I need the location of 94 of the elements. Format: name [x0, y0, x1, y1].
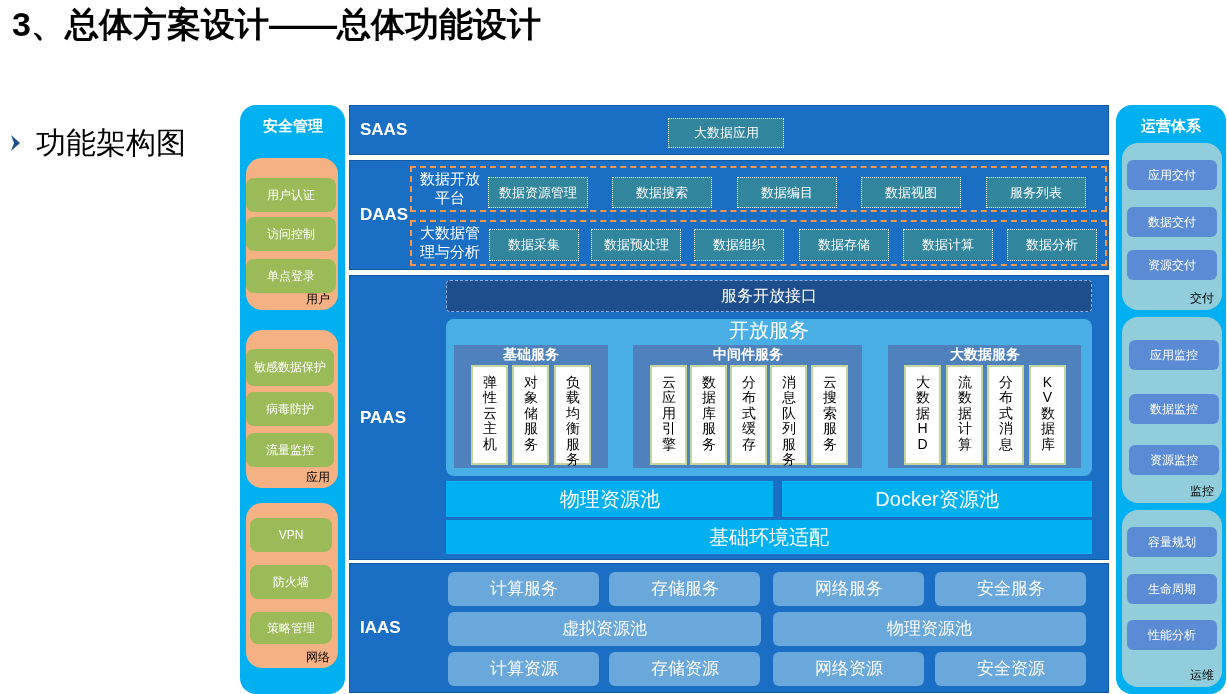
- layer-band: [349, 563, 1109, 693]
- function-box: 大数据应用: [668, 118, 784, 148]
- resource-bar: 基础环境适配: [446, 520, 1092, 554]
- function-box: 策略管理: [250, 612, 332, 644]
- group-panel: [246, 330, 338, 488]
- service-box: 云应用引擎: [650, 365, 687, 465]
- layer-band: [349, 160, 1109, 270]
- service-box: 负载均衡服务: [554, 365, 591, 465]
- resource-bar: Docker资源池: [782, 481, 1092, 517]
- resource-box: 网络资源: [773, 652, 924, 686]
- function-box: 用户认证: [246, 178, 336, 212]
- function-box: 防火墙: [250, 565, 332, 599]
- group-label: 数据开放平台: [419, 170, 481, 208]
- function-box: 访问控制: [246, 217, 336, 251]
- resource-box: 计算资源: [448, 652, 599, 686]
- side-panel: [240, 105, 345, 694]
- group-label: 网络: [306, 649, 330, 666]
- group-label: 交付: [1190, 290, 1214, 307]
- group-title: 大数据服务: [948, 346, 1021, 364]
- function-box: 生命周期: [1127, 574, 1217, 604]
- function-box: 流量监控: [246, 433, 334, 467]
- service-box: 分布式缓存: [730, 365, 767, 465]
- resource-bar: 物理资源池: [446, 481, 773, 517]
- function-box: 数据分析: [1007, 229, 1097, 261]
- side-panel: [1116, 105, 1226, 694]
- group-panel: [1122, 510, 1222, 687]
- function-box: VPN: [250, 518, 332, 552]
- resource-box: 物理资源池: [773, 612, 1086, 646]
- service-box: 对象储服务: [512, 365, 549, 465]
- panel-title: 开放服务: [728, 318, 810, 343]
- resource-box: 安全服务: [935, 572, 1086, 606]
- group-label: 监控: [1190, 483, 1214, 500]
- function-box: 数据采集: [489, 229, 579, 261]
- group-panel: [1122, 143, 1222, 310]
- group-label: 大数据管理与分析: [419, 224, 481, 262]
- function-box: 数据组织: [694, 229, 784, 261]
- function-box: 应用监控: [1129, 340, 1219, 370]
- slide-title: 3、总体方案设计——总体功能设计: [12, 4, 541, 45]
- function-box: 性能分析: [1127, 620, 1217, 650]
- panel-title: 运营体系: [1140, 116, 1202, 136]
- service-box: 弹性云主机: [471, 365, 508, 465]
- service-box: 大数据HD: [904, 365, 941, 465]
- group-label: 运维: [1190, 667, 1214, 684]
- function-box: 数据计算: [903, 229, 993, 261]
- function-box: 数据监控: [1129, 394, 1219, 424]
- group-panel: [1122, 317, 1222, 503]
- resource-box: 安全资源: [935, 652, 1086, 686]
- function-box: 病毒防护: [246, 392, 334, 426]
- function-box: 应用交付: [1127, 160, 1217, 190]
- resource-box: 计算服务: [448, 572, 599, 606]
- subheading: 功能架构图: [36, 125, 186, 161]
- service-group: [888, 345, 1081, 468]
- layer-band: [349, 105, 1109, 155]
- interface-bar: 服务开放接口: [446, 280, 1092, 312]
- resource-box: 存储资源: [609, 652, 760, 686]
- group-title: 中间件服务: [711, 346, 784, 364]
- dashed-group: [410, 220, 1107, 266]
- function-box: 资源监控: [1129, 445, 1219, 475]
- layer-label: SAAS: [360, 119, 408, 142]
- service-group: [454, 345, 608, 468]
- resource-box: 虚拟资源池: [448, 612, 761, 646]
- service-box: 消息队列服务: [770, 365, 807, 465]
- dashed-group: [410, 166, 1107, 212]
- layer-band: [349, 275, 1109, 560]
- layer-label: PAAS: [360, 406, 406, 429]
- resource-box: 存储服务: [609, 572, 760, 606]
- layer-label: DAAS: [360, 204, 409, 227]
- group-label: 应用: [306, 469, 330, 486]
- function-box: 数据视图: [861, 177, 961, 208]
- service-box: 云搜索服务: [811, 365, 848, 465]
- group-label: 用户: [306, 291, 330, 308]
- function-box: 数据存储: [799, 229, 889, 261]
- function-box: 容量规划: [1127, 527, 1217, 557]
- service-box: KV数据库: [1029, 365, 1066, 465]
- layer-label: IAAS: [360, 617, 401, 640]
- service-panel: [446, 319, 1092, 476]
- function-box: 数据编目: [737, 177, 837, 208]
- function-box: 数据交付: [1127, 207, 1217, 237]
- function-box: 资源交付: [1127, 250, 1217, 280]
- group-panel: [246, 503, 338, 668]
- resource-box: 网络服务: [773, 572, 924, 606]
- group-title: 基础服务: [502, 346, 560, 364]
- service-box: 流数据计算: [946, 365, 983, 465]
- function-box: 服务列表: [986, 177, 1086, 208]
- function-box: 单点登录: [246, 259, 336, 293]
- panel-title: 安全管理: [261, 116, 324, 136]
- function-box: 敏感数据保护: [246, 349, 334, 386]
- service-group: [633, 345, 862, 468]
- function-box: 数据预处理: [591, 229, 681, 261]
- service-box: 分布式消息: [987, 365, 1024, 465]
- function-box: 数据资源管理: [488, 177, 588, 208]
- group-panel: [246, 158, 338, 310]
- function-box: 数据搜索: [612, 177, 712, 208]
- service-box: 数据库服务: [690, 365, 727, 465]
